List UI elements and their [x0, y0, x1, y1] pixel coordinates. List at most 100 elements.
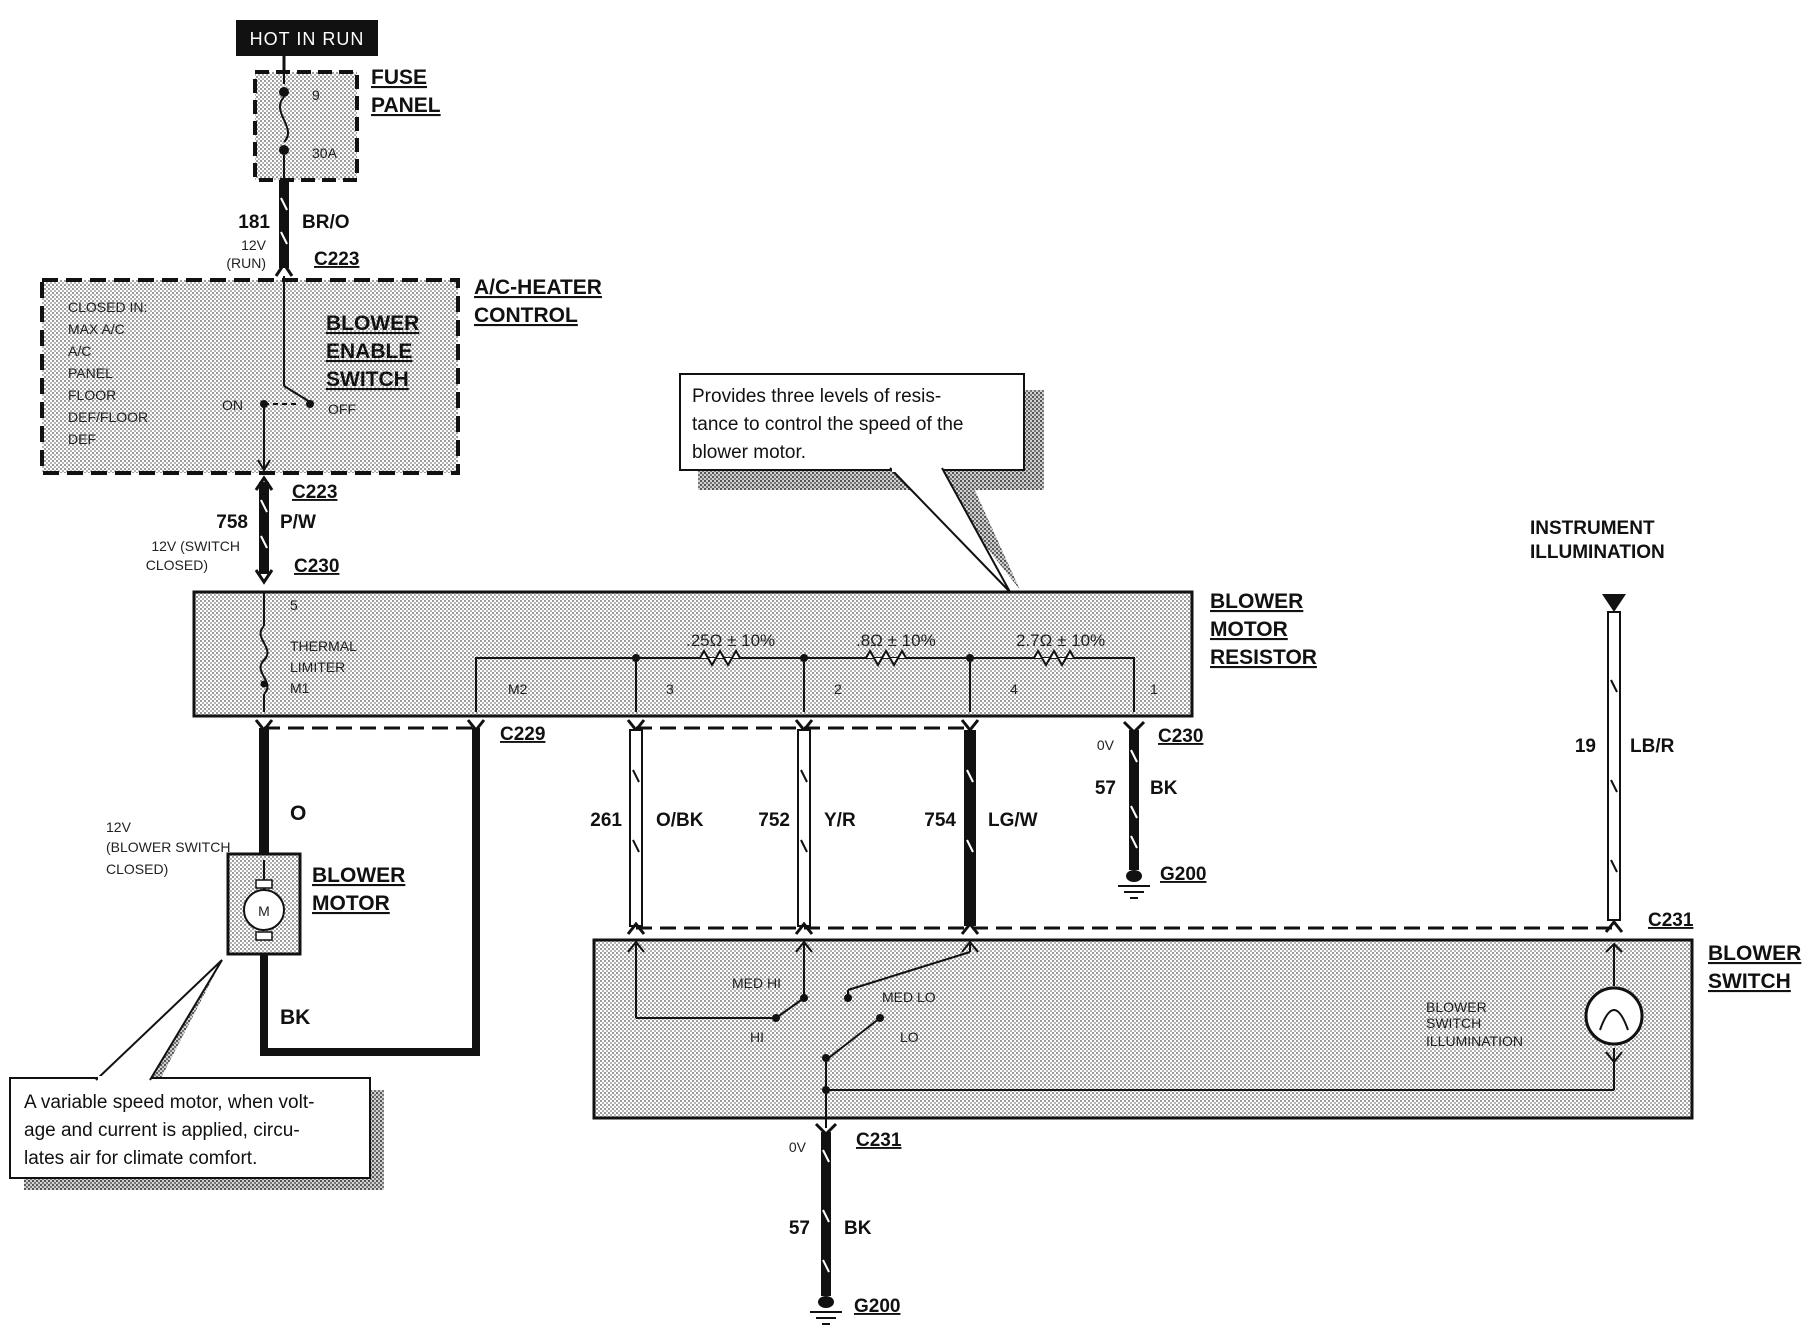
motor-callout: A variable speed motor, when volt- age a… — [9, 959, 384, 1190]
svg-text:BLOWER: BLOWER — [326, 312, 419, 335]
svg-text:ILLUMINATION: ILLUMINATION — [1426, 1033, 1523, 1049]
ground-g200-top — [1118, 720, 1150, 899]
wire-181-number: 181 — [238, 212, 270, 233]
connector-c223-top: C223 — [314, 249, 359, 270]
motor-wires: O BK 12V (BLOWER SWITCH CLOSED) — [106, 719, 486, 1056]
wire-o-color: O — [290, 802, 306, 825]
svg-text:SWITCH: SWITCH — [326, 368, 409, 391]
wire-19-color: LB/R — [1630, 736, 1675, 757]
fuse-panel: 9 30A — [253, 70, 359, 182]
wire-181-voltage-2: (RUN) — [226, 255, 266, 271]
svg-text:ENABLE: ENABLE — [326, 340, 412, 363]
instrument-illumination-label: INSTRUMENT — [1530, 518, 1655, 539]
svg-text:Provides three levels of resis: Provides three levels of resis- — [692, 386, 941, 407]
wire-bk-color: BK — [280, 1006, 310, 1029]
svg-text:A/C: A/C — [68, 343, 91, 359]
connector-c223-bottom: C223 — [292, 482, 337, 503]
svg-text:HI: HI — [750, 1029, 764, 1045]
connector-c230-top: C230 — [294, 556, 339, 577]
wire-181-voltage: 12V — [241, 237, 267, 253]
svg-text:blower motor.: blower motor. — [692, 442, 806, 463]
wire-754-color: LG/W — [988, 810, 1038, 831]
speed-wires — [626, 719, 980, 935]
svg-text:CLOSED IN:: CLOSED IN: — [68, 299, 147, 315]
svg-text:M2: M2 — [508, 681, 528, 697]
svg-text:BLOWER: BLOWER — [1426, 999, 1487, 1015]
wire-261-color: O/BK — [656, 810, 704, 831]
svg-text:M: M — [258, 903, 270, 919]
blower-switch-title: BLOWER — [1708, 942, 1801, 965]
blower-motor-resistor-title-3: RESISTOR — [1210, 646, 1317, 669]
svg-text:5: 5 — [290, 597, 298, 613]
wire-19 — [1602, 594, 1626, 933]
svg-text:9: 9 — [312, 87, 320, 103]
svg-text:ON: ON — [222, 397, 243, 413]
svg-text:lates air for climate comfort.: lates air for climate comfort. — [24, 1148, 257, 1169]
svg-text:FLOOR: FLOOR — [68, 387, 116, 403]
wire-752-color: Y/R — [824, 810, 856, 831]
wire-181 — [274, 180, 294, 277]
wire-57-bottom-number: 57 — [789, 1218, 810, 1239]
svg-text:OFF: OFF — [328, 401, 356, 417]
fuse-panel-title: FUSE — [371, 66, 427, 89]
svg-text:PANEL: PANEL — [68, 365, 113, 381]
svg-text:HOT IN RUN: HOT IN RUN — [250, 29, 365, 49]
svg-text:.25Ω ± 10%: .25Ω ± 10% — [686, 631, 775, 650]
wire-261-number: 261 — [590, 810, 622, 831]
svg-text:(BLOWER SWITCH: (BLOWER SWITCH — [106, 839, 230, 855]
svg-text:tance to control the speed of: tance to control the speed of the — [692, 414, 963, 435]
instrument-illumination-label-2: ILLUMINATION — [1530, 542, 1665, 563]
blower-motor-resistor-title-2: MOTOR — [1210, 618, 1288, 641]
wire-181-color: BR/O — [302, 212, 350, 233]
svg-text:MED LO: MED LO — [882, 989, 936, 1005]
connector-c231-top: C231 — [1648, 910, 1694, 931]
svg-text:MAX A/C: MAX A/C — [68, 321, 125, 337]
ground-g200-bottom — [810, 1122, 842, 1325]
svg-text:DEF/FLOOR: DEF/FLOOR — [68, 409, 148, 425]
wire-754-number: 754 — [924, 810, 956, 831]
svg-text:MED HI: MED HI — [732, 975, 781, 991]
fuse-panel-title-2: PANEL — [371, 94, 441, 117]
connector-c230: C230 — [1158, 726, 1203, 747]
svg-text:A variable speed motor, when v: A variable speed motor, when volt- — [24, 1092, 314, 1113]
wire-758 — [254, 475, 274, 585]
wire-57-top-number: 57 — [1095, 778, 1116, 799]
blower-motor: M — [226, 852, 302, 956]
ground-g200-top-label: G200 — [1160, 864, 1206, 885]
hot-in-run-label: HOT IN RUN — [236, 20, 378, 56]
wire-758-color: P/W — [280, 512, 316, 533]
svg-text:THERMAL: THERMAL — [290, 638, 357, 654]
wire-758-number: 758 — [216, 512, 248, 533]
ground-bottom-voltage: 0V — [789, 1139, 807, 1155]
blower-motor-resistor-title: BLOWER — [1210, 590, 1303, 613]
wire-57-top-color: BK — [1150, 778, 1178, 799]
svg-text:12V: 12V — [106, 819, 132, 835]
ac-heater-control: CLOSED IN: MAX A/C A/C PANEL FLOOR DEF/F… — [40, 276, 460, 475]
ac-heater-control-title: A/C-HEATER — [474, 276, 602, 299]
wire-752-number: 752 — [758, 810, 790, 831]
ground-top-voltage: 0V — [1097, 737, 1115, 753]
wire-758-voltage: 12V (SWITCH — [151, 538, 240, 554]
blower-switch-title-2: SWITCH — [1708, 970, 1791, 993]
svg-text:30A: 30A — [312, 145, 338, 161]
svg-text:1: 1 — [1150, 681, 1158, 697]
blower-motor-title-2: MOTOR — [312, 892, 390, 915]
blower-motor-title: BLOWER — [312, 864, 405, 887]
svg-text:3: 3 — [666, 681, 674, 697]
svg-text:4: 4 — [1010, 681, 1018, 697]
wire-19-number: 19 — [1575, 736, 1596, 757]
svg-text:2.7Ω ± 10%: 2.7Ω ± 10% — [1016, 631, 1105, 650]
svg-text:2: 2 — [834, 681, 842, 697]
svg-text:CLOSED): CLOSED) — [106, 861, 168, 877]
ac-heater-control-title-2: CONTROL — [474, 304, 578, 327]
svg-text:DEF: DEF — [68, 431, 96, 447]
svg-text:M1: M1 — [290, 680, 310, 696]
svg-text:.8Ω ± 10%: .8Ω ± 10% — [856, 631, 936, 650]
resistor-callout: Provides three levels of resis- tance to… — [679, 373, 1044, 593]
wire-57-bottom-color: BK — [844, 1218, 872, 1239]
svg-text:LIMITER: LIMITER — [290, 659, 345, 675]
svg-text:LO: LO — [900, 1029, 919, 1045]
connector-c229: C229 — [500, 724, 545, 745]
connector-c231-bottom: C231 — [856, 1130, 902, 1151]
